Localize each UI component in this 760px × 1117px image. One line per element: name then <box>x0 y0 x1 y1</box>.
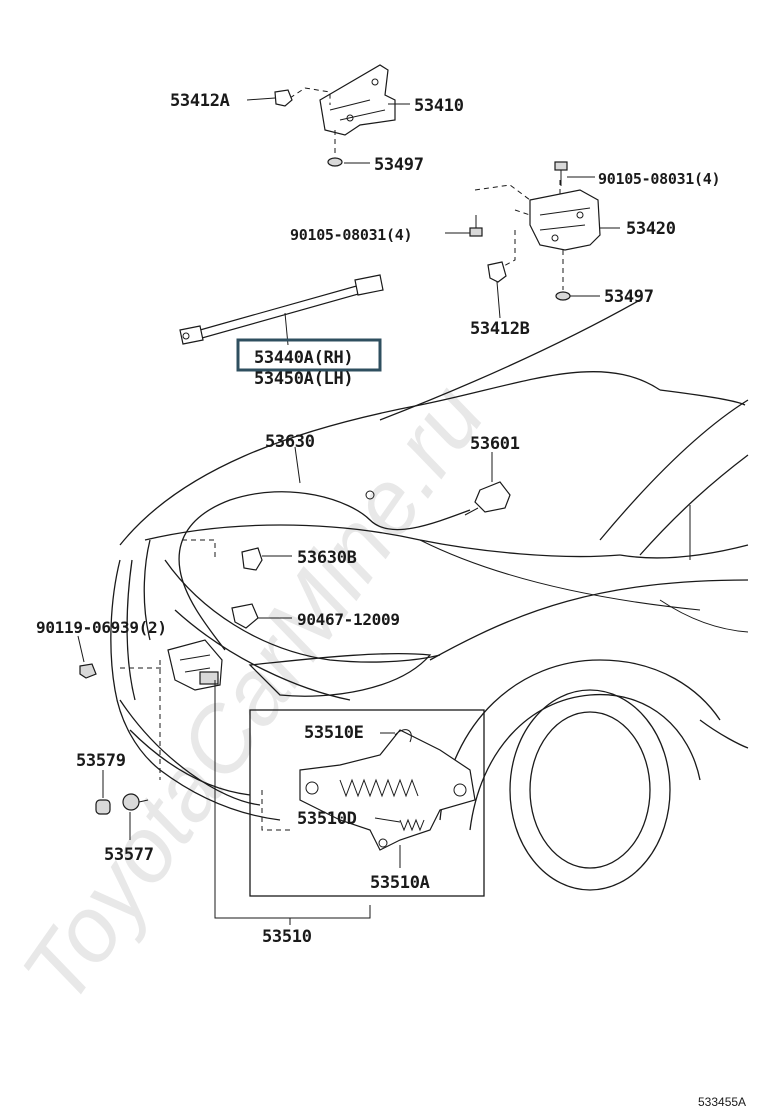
clip-53412B <box>487 261 507 283</box>
label-53510: 53510 <box>262 927 312 947</box>
label-53510E: 53510E <box>304 723 364 743</box>
figure-reference: 533455A <box>698 1095 746 1109</box>
bracket-53510 <box>214 680 371 919</box>
car-body-outline <box>110 299 749 891</box>
label-53440A: 53440A(RH) <box>254 348 353 368</box>
label-53497-top: 53497 <box>374 155 424 175</box>
label-53630: 53630 <box>265 432 315 452</box>
highlight-box-53440A <box>236 338 382 372</box>
clamp-90467 <box>231 603 259 629</box>
bolt-90105-right <box>554 161 568 186</box>
hood-latch-assy <box>120 639 223 691</box>
label-53510A: 53510A <box>370 873 430 893</box>
hood-hinge-rh <box>474 180 601 290</box>
bolt-90105-left <box>469 215 483 237</box>
label-53497-right: 53497 <box>604 287 654 307</box>
cushion-53579 <box>95 799 111 815</box>
label-90467: 90467-12009 <box>297 610 400 629</box>
hood-hinge-lh <box>289 64 396 155</box>
label-53510D: 53510D <box>297 809 357 829</box>
label-90105-left: 90105-08031(4) <box>290 226 412 244</box>
bolt-90119 <box>79 663 97 679</box>
label-53601: 53601 <box>470 434 520 454</box>
label-53412B: 53412B <box>470 319 530 339</box>
cushion-53577 <box>122 793 149 811</box>
latch-detail-inset <box>249 709 485 897</box>
clip-53412A <box>274 89 293 107</box>
washer-53497-top <box>327 157 343 167</box>
hood-support-strut <box>179 274 384 345</box>
label-53420: 53420 <box>626 219 676 239</box>
label-53410: 53410 <box>414 96 464 116</box>
label-53579: 53579 <box>76 751 126 771</box>
label-90105-right: 90105-08031(4) <box>598 170 720 188</box>
release-cable <box>178 446 471 651</box>
label-53630B: 53630B <box>297 548 357 568</box>
label-53412A: 53412A <box>170 91 230 111</box>
label-53577: 53577 <box>104 845 154 865</box>
label-53450A: 53450A(LH) <box>254 369 353 389</box>
clamp-53630B <box>241 547 263 571</box>
label-90119: 90119-06939(2) <box>36 618 167 637</box>
washer-53497-right <box>555 291 571 301</box>
watermark: ToyotaCarMine.ru <box>3 367 504 1022</box>
lever-53601 <box>464 481 511 516</box>
